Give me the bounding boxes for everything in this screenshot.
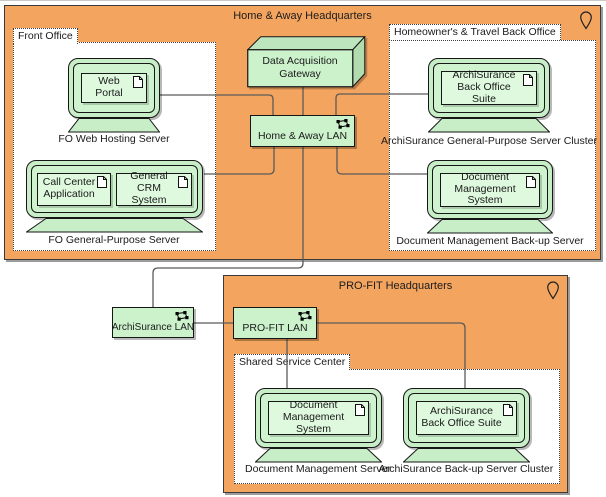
artifact-document-management-system[interactable]: Document Management System <box>268 399 369 435</box>
wire-lan-foserver <box>204 146 275 175</box>
network-icon <box>298 311 312 321</box>
location-pin-icon <box>580 11 592 30</box>
device-caption: Document Management Server <box>245 463 391 475</box>
artifact-icon <box>503 404 513 416</box>
artifact-label: Web Portal <box>95 75 123 99</box>
device-caption: FO Web Hosting Server <box>58 133 170 145</box>
node-data-acquisition-gateway[interactable] <box>247 36 366 88</box>
artifact-general-crm-system[interactable]: General CRM System <box>116 170 192 206</box>
artifact-icon <box>97 175 107 188</box>
device-caption: Document Management Back-up Server <box>396 235 584 247</box>
artifact-icon <box>178 175 188 188</box>
device-stand <box>403 448 530 463</box>
device-stand <box>68 118 160 133</box>
wire-profitlan-backupcluster <box>317 322 466 389</box>
artifact-web-portal[interactable]: Web Portal <box>81 73 147 103</box>
wire-webportal-lan <box>160 94 274 116</box>
artifact-archisurance-back-office-suite[interactable]: ArchiSurance Back Office Suite <box>441 69 537 105</box>
artifact-label: Document Management System <box>454 170 516 207</box>
artifact-label: ArchiSurance Back Office Suite <box>421 405 502 429</box>
device-caption: ArchiSurance General-Purpose Server Clus… <box>381 135 597 147</box>
artifact-call-center-application[interactable]: Call Center Application <box>37 172 111 206</box>
artifact-archisurance-back-office-suite[interactable]: ArchiSurance Back Office Suite <box>416 401 517 435</box>
device-caption: FO General-Purpose Server <box>48 234 180 246</box>
device-document-management-backup-server[interactable]: Document Management System <box>427 160 553 234</box>
wire-gpcluster-lan <box>335 93 428 116</box>
artifact-icon <box>526 175 536 188</box>
device-document-management-server[interactable]: Document Management System <box>255 388 382 463</box>
network-label: Home & Away LAN <box>257 130 348 142</box>
group-back-office-tab[interactable]: Homeowner's & Travel Back Office <box>389 24 561 40</box>
network-label: PRO-FIT LAN <box>242 322 308 334</box>
location-pin-icon <box>547 281 559 300</box>
artifact-document-management-system[interactable]: Document Management System <box>440 170 540 207</box>
network-pro-fit-lan[interactable]: PRO-FIT LAN <box>233 307 317 339</box>
artifact-icon <box>523 74 533 86</box>
network-home-away-lan[interactable]: Home & Away LAN <box>250 115 355 147</box>
group-front-office-tab[interactable]: Front Office <box>13 28 78 44</box>
device-fo-web-hosting-server[interactable]: Web Portal <box>68 58 160 133</box>
artifact-icon <box>133 76 143 88</box>
wire-lan-archisurancelan <box>152 146 304 308</box>
device-stand <box>26 218 203 233</box>
device-stand <box>255 448 382 463</box>
device-archisurance-general-purpose-server-cluster[interactable]: ArchiSurance Back Office Suite <box>428 58 550 133</box>
location-title: Home & Away Headquarters <box>233 10 372 22</box>
device-stand <box>428 118 550 133</box>
node-label: Data Acquisition Gateway <box>262 55 338 80</box>
network-label: ArchiSurance LAN <box>111 322 195 333</box>
artifact-label: ArchiSurance Back Office Suite <box>452 69 516 105</box>
network-icon <box>336 119 350 129</box>
network-archisurance-lan[interactable]: ArchiSurance LAN <box>112 307 194 338</box>
artifact-label: Document Management System <box>282 399 345 435</box>
wire-lan-dmbackup <box>336 146 428 175</box>
device-stand <box>427 219 553 234</box>
device-caption: ArchiSurance Back-up Server Cluster <box>378 463 554 475</box>
group-shared-service-center-tab[interactable]: Shared Service Center <box>234 354 351 370</box>
artifact-label: Call Center Application <box>42 176 96 200</box>
artifact-label: General CRM System <box>130 170 168 206</box>
artifact-icon <box>355 404 365 416</box>
network-icon <box>175 311 189 321</box>
device-fo-general-purpose-server[interactable]: Call Center Application General CRM Syst… <box>26 160 203 233</box>
device-archisurance-backup-server-cluster[interactable]: ArchiSurance Back Office Suite <box>403 388 530 463</box>
location-title: PRO-FIT Headquarters <box>338 280 453 292</box>
